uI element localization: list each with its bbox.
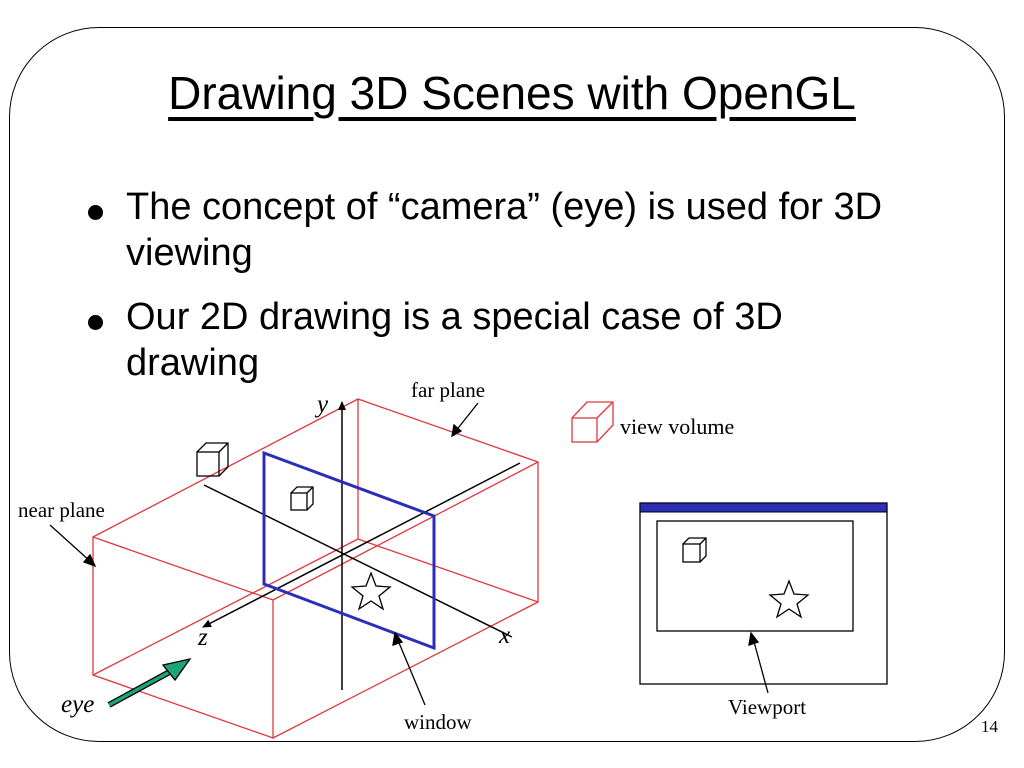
bullet-text: The concept of “camera” (eye) is used fo… (126, 186, 883, 274)
label-pointers (49, 402, 769, 706)
z-axis-line (202, 462, 521, 628)
far-plane-label: far plane (411, 378, 485, 402)
viewport-label: Viewport (728, 695, 806, 719)
bullet-dot-icon (88, 205, 103, 220)
slide-title: Drawing 3D Scenes with OpenGL (168, 67, 856, 119)
window-titlebar (639, 502, 888, 513)
bullet-item: The concept of “camera” (eye) is used fo… (86, 184, 916, 276)
bullet-list: The concept of “camera” (eye) is used fo… (86, 184, 916, 404)
screen-window (639, 502, 888, 685)
bullet-dot-icon (88, 315, 103, 330)
eye-arrow-icon (107, 657, 192, 708)
window-label: window (404, 710, 473, 734)
view-volume-box (92, 398, 539, 739)
near-plane-label: near plane (18, 498, 105, 522)
page-number: 14 (981, 717, 998, 736)
viewport-rect (656, 520, 854, 632)
view-volume-icon (571, 401, 614, 443)
view-volume-label: view volume (620, 414, 734, 439)
x-axis-label: x (498, 622, 510, 649)
slide-frame (9, 27, 1005, 742)
bullet-text: Our 2D drawing is a special case of 3D d… (126, 296, 783, 384)
star-icon (350, 571, 392, 611)
cube-icon (290, 486, 314, 511)
star-icon (768, 579, 810, 619)
z-axis-label: z (197, 624, 208, 651)
x-axis-line (203, 484, 513, 638)
eye-label: eye (61, 691, 94, 718)
y-axis-label: y (314, 391, 329, 418)
cube-icon (196, 442, 229, 477)
cube-icon (682, 537, 707, 563)
axes (202, 401, 521, 690)
window-rect (262, 450, 436, 651)
bullet-item: Our 2D drawing is a special case of 3D d… (86, 294, 916, 386)
